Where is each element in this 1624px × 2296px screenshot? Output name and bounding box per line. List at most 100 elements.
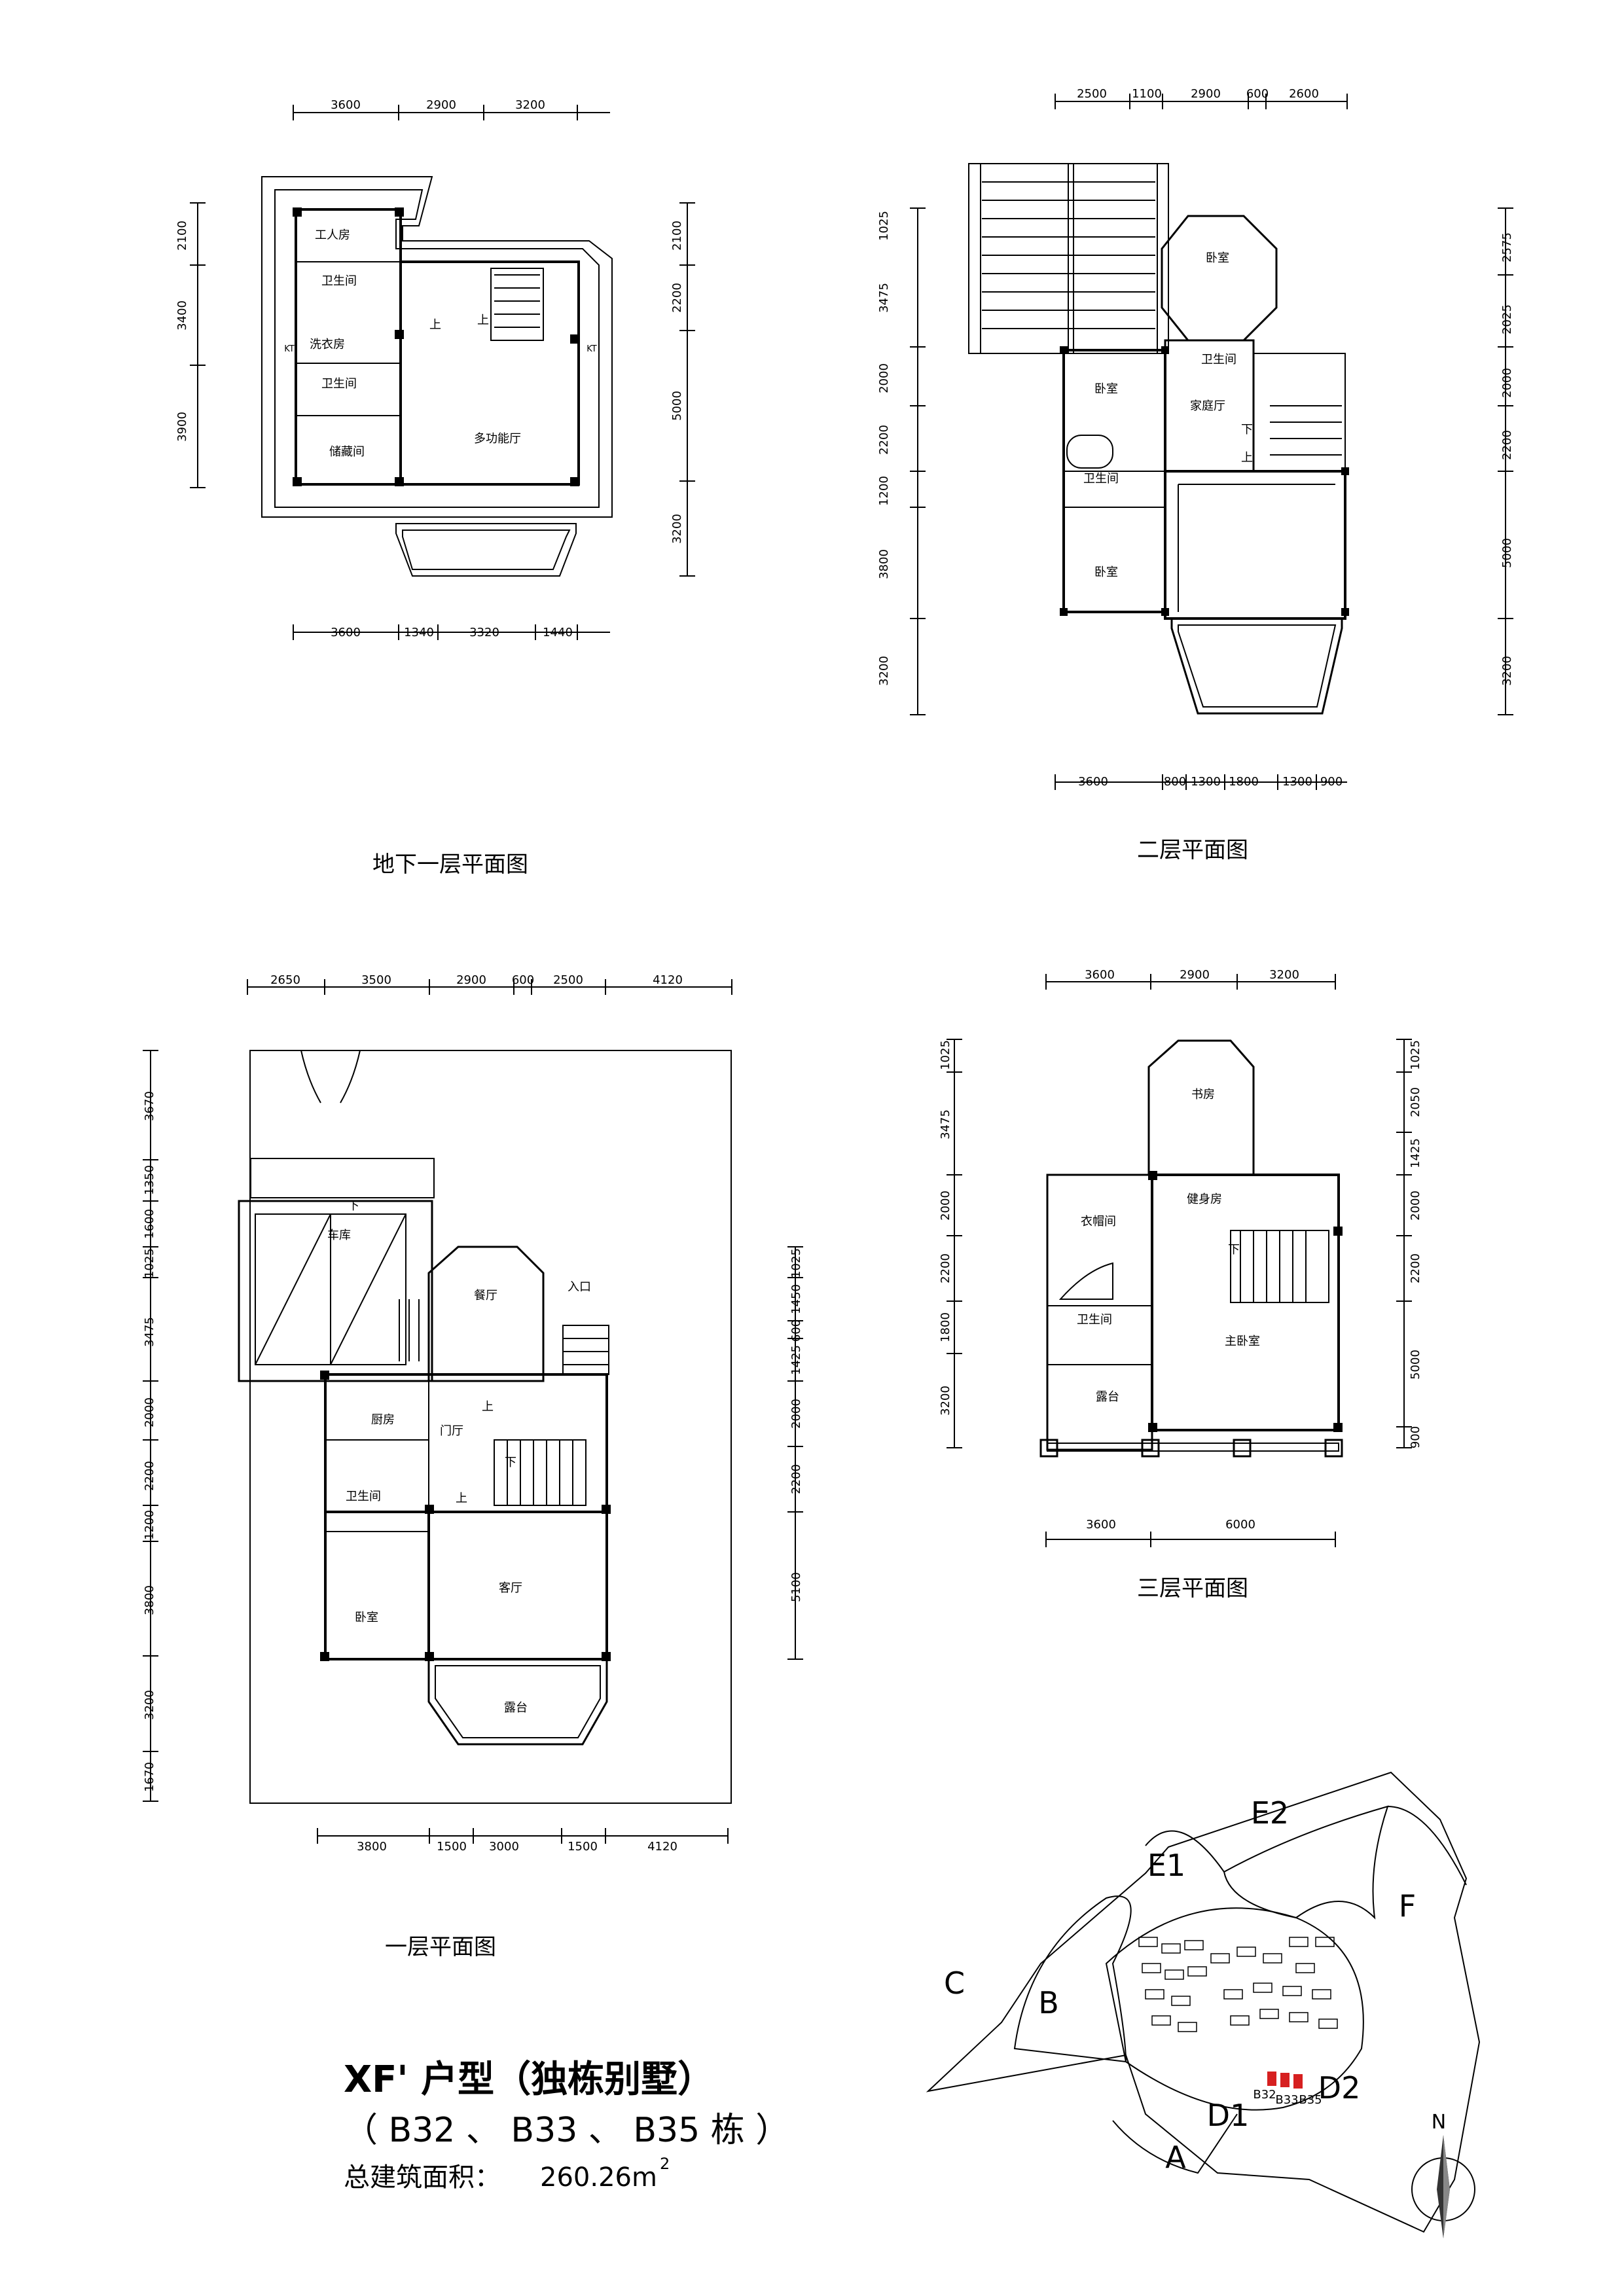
zone-label: B (1038, 1985, 1059, 2020)
dim: 2000 (789, 1399, 803, 1429)
zone-label: E1 (1147, 1848, 1185, 1883)
dim: 600 (512, 973, 534, 987)
stair-down-mark: 下 (505, 1456, 516, 1469)
first-floor-plan-title: 一层平面图 (385, 1934, 496, 1960)
dim: 3900 (175, 412, 189, 442)
dim: 2900 (1180, 968, 1210, 982)
dim: 5000 (1409, 1350, 1422, 1380)
dim: 3475 (939, 1109, 952, 1139)
basement-plan-title: 地下一层平面图 (372, 852, 528, 878)
dim: 1025 (143, 1248, 156, 1278)
room-label: 卧室 (1206, 251, 1229, 265)
kt-mark: KT (586, 344, 597, 354)
villa-b35-marker (1293, 2074, 1303, 2089)
dim: 1800 (939, 1312, 952, 1342)
dim: 4120 (647, 1840, 677, 1854)
dim: 2000 (939, 1191, 952, 1221)
room-label: 储藏间 (329, 445, 365, 459)
basement-plan (190, 105, 695, 640)
dim: 2500 (1077, 87, 1107, 101)
room-label: 卫生间 (1083, 472, 1119, 486)
dim: 2650 (270, 973, 300, 987)
dim: 1425 (1409, 1138, 1422, 1168)
villa-b33-marker (1280, 2073, 1290, 2087)
site-map (926, 1771, 1481, 2233)
dim: 1025 (789, 1248, 803, 1278)
dim: 2900 (426, 98, 456, 112)
dim: 3200 (143, 1690, 156, 1720)
dim: 2050 (1409, 1087, 1422, 1117)
dim: 1025 (1409, 1040, 1422, 1070)
villa-b32-marker (1267, 2072, 1276, 2086)
dim: 3800 (143, 1585, 156, 1615)
room-label: 工人房 (315, 228, 350, 242)
dim: 1670 (143, 1762, 156, 1792)
dim: 3500 (361, 973, 391, 987)
stair-down-mark: 下 (1228, 1243, 1240, 1257)
dim: 1300 (1191, 775, 1221, 789)
dim: 2000 (877, 363, 891, 393)
room-label: 入口 (568, 1280, 591, 1294)
dim: 2600 (1289, 87, 1319, 101)
north-label: N (1432, 2111, 1446, 2134)
room-label: 餐厅 (474, 1289, 497, 1302)
building-label: B33 (1275, 2093, 1298, 2107)
area-label: 总建筑面积： (344, 2162, 501, 2193)
dim: 3200 (670, 514, 684, 544)
dim: 600 (789, 1319, 803, 1342)
dim: 2000 (1409, 1191, 1422, 1221)
dim: 3600 (1078, 775, 1108, 789)
zone-label: E2 (1251, 1795, 1289, 1831)
second-floor-plan (910, 94, 1513, 790)
room-label: 卧室 (1094, 382, 1118, 396)
zone-label: D2 (1318, 2070, 1361, 2106)
kt-mark: KT (284, 344, 295, 354)
dim: 2200 (143, 1461, 156, 1491)
zone-label: C (944, 1965, 965, 2001)
room-label: 露台 (1096, 1390, 1119, 1404)
dim: 2025 (1500, 304, 1514, 334)
stair-up-mark: 上 (1241, 451, 1253, 465)
dim: 1025 (939, 1040, 952, 1070)
room-label: 卫生间 (321, 377, 357, 391)
dim: 2000 (143, 1397, 156, 1427)
highlighted-villas (1267, 2072, 1303, 2089)
stair-up-mark: 上 (429, 318, 441, 332)
zone-label: D1 (1207, 2098, 1250, 2133)
dim: 4120 (653, 973, 683, 987)
second-floor-plan-title: 二层平面图 (1137, 837, 1248, 863)
dim: 2100 (175, 221, 189, 251)
zone-label: A (1165, 2140, 1186, 2175)
stair-down-mark: 下 (1241, 423, 1253, 437)
dim: 3600 (331, 98, 361, 112)
room-label: 卧室 (355, 1611, 378, 1624)
dim: 800 (1164, 775, 1186, 789)
dim: 3200 (515, 98, 545, 112)
room-label: 健身房 (1187, 1193, 1222, 1206)
dim: 600 (1246, 87, 1269, 101)
stair-up-mark: 上 (477, 314, 489, 327)
room-label: 厨房 (371, 1413, 395, 1427)
dim: 1500 (568, 1840, 598, 1854)
dim: 6000 (1225, 1518, 1255, 1532)
dim: 3800 (357, 1840, 387, 1854)
dim: 3400 (175, 300, 189, 331)
dim: 1600 (143, 1209, 156, 1239)
dim: 5000 (1500, 538, 1514, 568)
dim: 900 (1409, 1426, 1422, 1448)
building-label: B35 (1299, 2093, 1322, 2107)
room-label: 书房 (1191, 1088, 1215, 1102)
dim: 3320 (469, 626, 499, 639)
dim: 2575 (1500, 232, 1514, 262)
dim: 1200 (877, 476, 891, 506)
dim: 3600 (1086, 1518, 1116, 1532)
building-numbers: （ B32 、 B33 、 B35 栋 ） (344, 2111, 789, 2150)
dim: 3200 (1500, 656, 1514, 686)
dim: 3200 (1269, 968, 1299, 982)
dim: 2200 (877, 425, 891, 455)
dim: 1425 (789, 1345, 803, 1375)
unit-type-title: XF' 户型（独栋别墅） (344, 2058, 714, 2101)
dim: 2200 (789, 1464, 803, 1494)
dim: 3475 (877, 283, 891, 313)
